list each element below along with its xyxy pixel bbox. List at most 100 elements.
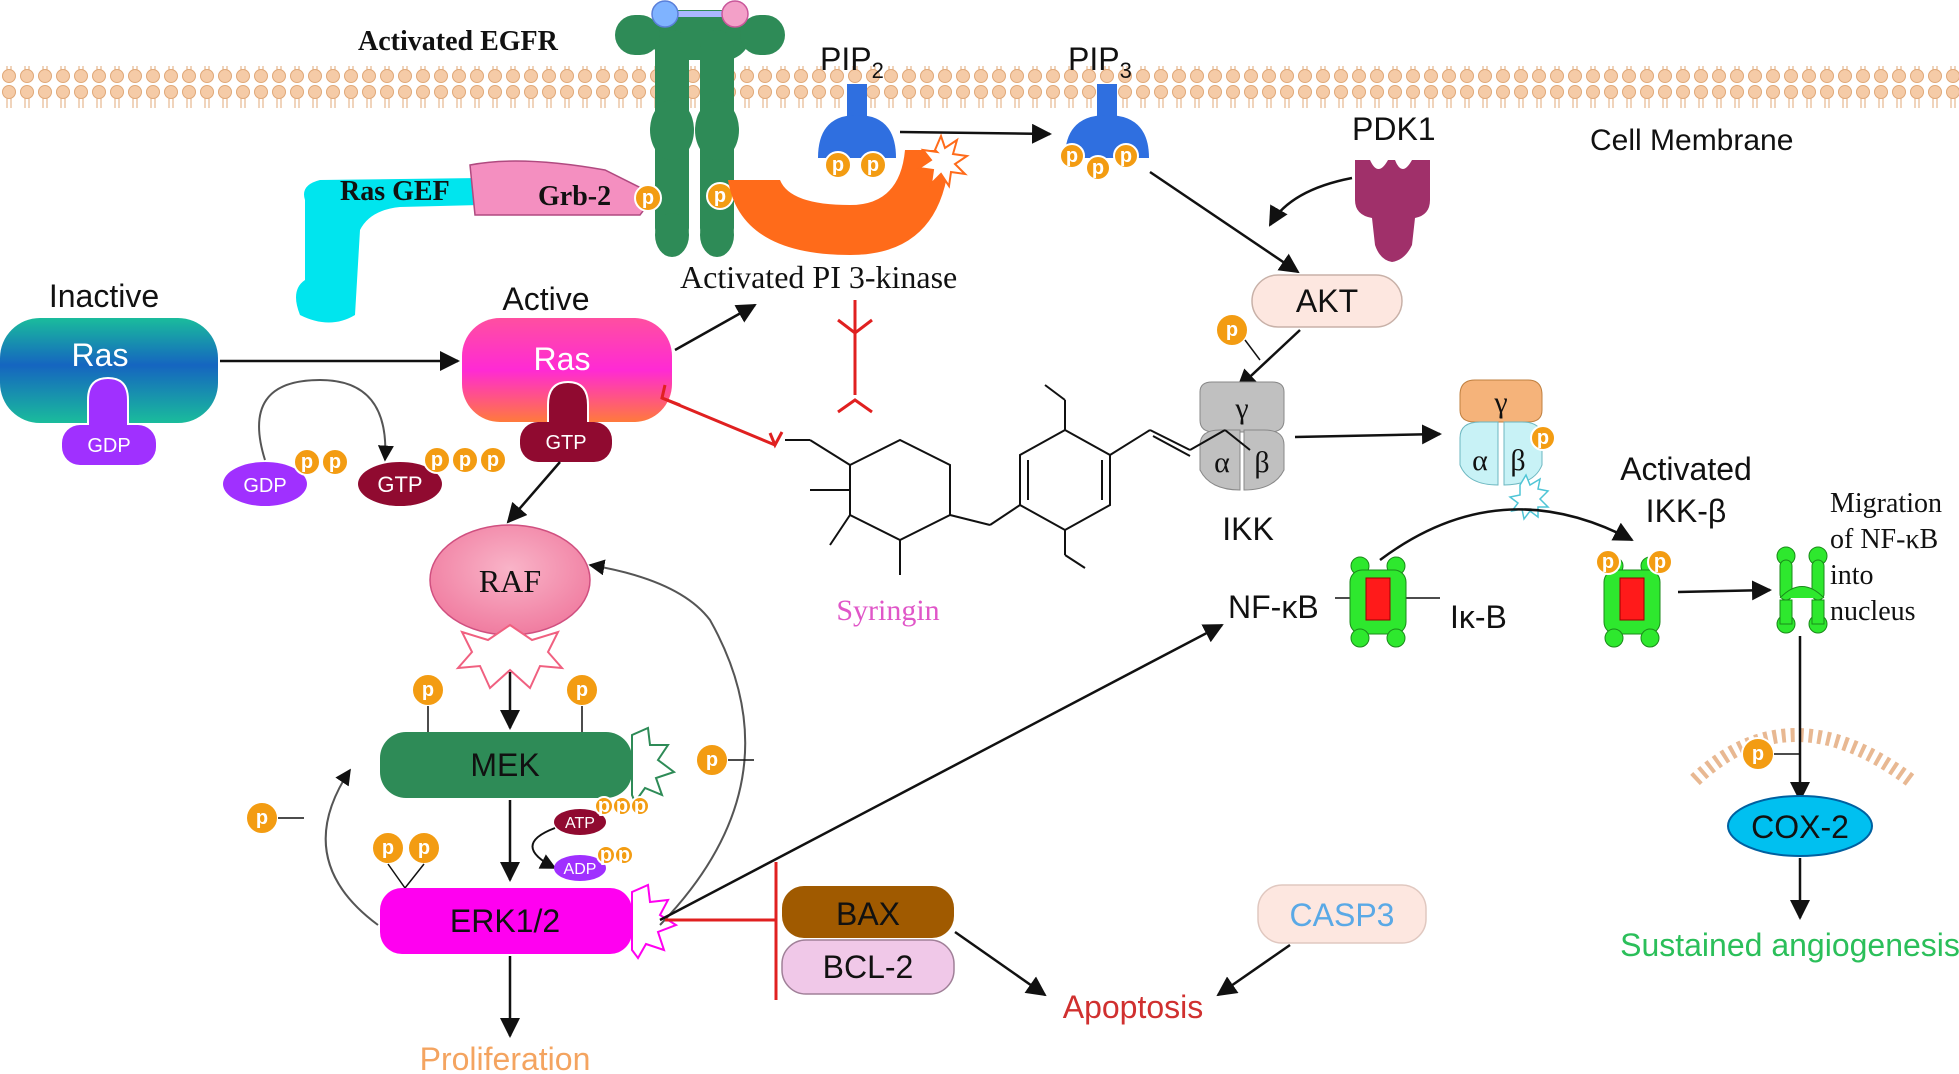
svg-text:p: p	[1092, 157, 1104, 179]
svg-text:p: p	[431, 449, 443, 471]
syringin-inhibits-ras	[660, 384, 784, 449]
phospho-nfkb-2: p	[1647, 549, 1673, 575]
phospho-gtp-1: p	[423, 446, 451, 474]
arrow-ras-pi3k	[674, 303, 757, 352]
cox2-label: COX-2	[1751, 809, 1849, 845]
erk-inhibits-bax	[665, 862, 778, 1000]
egfr-label: Activated EGFR	[358, 26, 559, 57]
arrow-atp-adp	[531, 827, 557, 869]
ikk-active-label-line2: IKK-β	[1646, 493, 1727, 529]
svg-text:p: p	[576, 679, 588, 701]
raf-label: RAF	[479, 563, 541, 599]
phospho-erk-1: p	[371, 831, 405, 865]
svg-text:p: p	[1602, 551, 1614, 573]
arrow-pdk1-akt	[1268, 176, 1353, 227]
ikk-active-label-line1: Activated	[1620, 451, 1752, 487]
phospho-ikk-active: p	[1530, 425, 1556, 451]
phospho-erk-feedback: p	[245, 801, 279, 835]
bcl2-node	[781, 939, 955, 995]
ikk-alpha-label: α	[1214, 446, 1230, 479]
arrow-erk-feedback-mek	[324, 768, 379, 926]
arrow-nfkb-migration	[1677, 580, 1772, 601]
erk-label: ERK1/2	[450, 903, 560, 939]
adp-label: ADP	[564, 861, 597, 878]
ikb-label: Iκ-B	[1450, 599, 1507, 635]
gtp-badge-active	[520, 422, 612, 462]
ras-active-label: Ras	[534, 341, 591, 377]
arrow-pip2-pip3	[899, 123, 1052, 144]
migration-line2: of NF-κB	[1830, 524, 1938, 555]
phospho-egfr-left: p	[634, 184, 662, 212]
arrow-ras-raf	[506, 461, 561, 524]
atp-label: ATP	[565, 815, 595, 832]
arrow-nfkb-activation	[1379, 508, 1634, 562]
phospho-gdp-1: p	[293, 448, 321, 476]
arrow-erk-nfkb	[659, 623, 1224, 922]
nfkb-migrated	[1776, 546, 1828, 634]
phospho-nucleus: p	[1741, 737, 1775, 771]
gdp-free-label: GDP	[243, 475, 286, 497]
phospho-akt-stem	[1244, 339, 1261, 361]
arrow-pip3-akt	[1149, 170, 1300, 274]
mek-node	[380, 732, 632, 798]
arrow-akt-ikk	[1236, 329, 1301, 390]
raf-burst-icon	[455, 623, 565, 690]
svg-text:p: p	[1752, 743, 1764, 765]
casp3-node	[1257, 884, 1427, 944]
svg-text:p: p	[618, 844, 630, 866]
ikk-active-complex	[1459, 379, 1550, 521]
phospho-adp-1: p	[596, 844, 616, 866]
arrow-bax-apoptosis	[954, 930, 1047, 997]
pip2-shape	[818, 84, 896, 158]
phospho-pip2-2: p	[859, 151, 887, 179]
gdp-free	[223, 462, 307, 506]
phospho-erk-raf: p	[695, 743, 729, 777]
phospho-gtp-2: p	[451, 446, 479, 474]
svg-text:p: p	[832, 154, 844, 176]
phospho-nfkb-1: p	[1595, 549, 1621, 575]
ikk-complex	[1199, 381, 1285, 491]
pdk1-shape	[1355, 160, 1430, 262]
svg-text:p: p	[329, 451, 341, 473]
phospho-gdp-2: p	[321, 448, 349, 476]
apoptosis-label: Apoptosis	[1063, 989, 1204, 1025]
svg-text:p: p	[418, 837, 430, 859]
casp3-label: CASP3	[1290, 897, 1395, 933]
pip2-label: PIP2	[820, 41, 884, 83]
arrow-casp3-apoptosis	[1216, 943, 1291, 997]
phospho-egfr-right: p	[706, 182, 734, 210]
ikk-active-gamma-label: γ	[1493, 386, 1507, 419]
phospho-gtp-3: p	[479, 446, 507, 474]
pdk1-label: PDK1	[1352, 111, 1436, 147]
nfkb-ikb-complex	[1335, 556, 1440, 648]
svg-text:p: p	[1654, 551, 1666, 573]
pi3k-burst-icon	[916, 133, 970, 189]
grb2-label: Grb-2	[538, 181, 611, 212]
bax-node	[782, 886, 954, 938]
atp-node	[554, 809, 606, 835]
ikk-active-alpha-label: α	[1472, 444, 1488, 477]
erk-burst-icon	[631, 883, 679, 960]
cell-membrane	[0, 66, 1959, 108]
svg-text:p: p	[616, 795, 628, 817]
svg-text:p: p	[382, 837, 394, 859]
phospho-atp-1: p	[594, 795, 614, 817]
svg-text:p: p	[600, 844, 612, 866]
svg-text:p: p	[459, 449, 471, 471]
erk-node	[380, 888, 632, 954]
ras-inactive-title: Inactive	[49, 278, 159, 314]
ras-active-pocket	[547, 380, 589, 431]
nuclear-membrane	[1690, 728, 1915, 786]
pi3k-shape	[728, 150, 950, 255]
syringin-structure	[785, 384, 1251, 575]
svg-text:p: p	[1120, 145, 1132, 167]
cox2-node	[1727, 795, 1873, 857]
bcl2-label: BCL-2	[823, 949, 914, 985]
pip3-label: PIP3	[1068, 41, 1132, 83]
migration-line4: nucleus	[1830, 596, 1916, 627]
mek-burst-icon	[631, 726, 677, 805]
phospho-akt: p	[1215, 313, 1249, 347]
akt-label: AKT	[1296, 283, 1358, 319]
svg-text:p: p	[1226, 319, 1238, 341]
phospho-erk-stems	[387, 863, 425, 890]
